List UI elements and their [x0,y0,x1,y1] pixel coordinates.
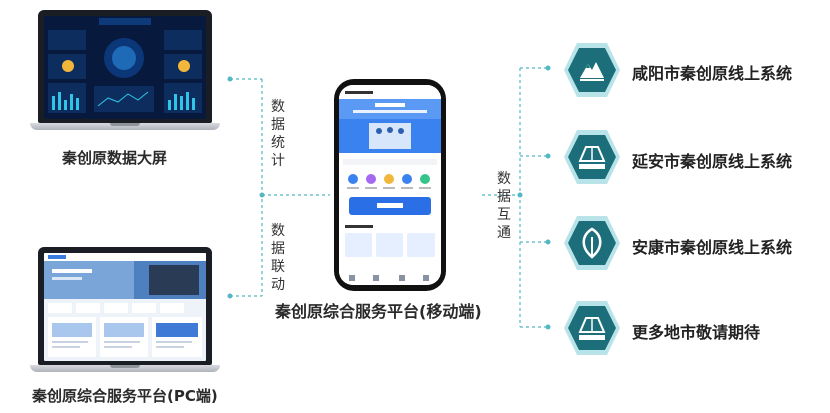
mobile-platform-caption: 秦创原综合服务平台(移动端) [275,302,482,321]
pc-website-preview [44,253,206,357]
mobile-app-preview [339,85,441,285]
road-logo-icon [578,146,606,169]
data-screen-caption: 秦创原数据大屏 [62,149,168,167]
city-xianyang: 咸阳市秦创原线上系统 [632,64,793,83]
dashboard-preview [48,18,202,113]
data-stats-label: 数 据 统 计 [271,99,285,169]
city-hex-xianyang [564,43,620,97]
city-ankang: 安康市秦创原线上系统 [632,238,793,257]
city-more: 更多地市敬请期待 [632,323,761,342]
mobile-phone [334,79,446,291]
mountain-icon [580,62,604,81]
city-hex-ankang [564,216,620,270]
leaf-icon [582,227,602,259]
pc-platform-laptop [30,247,220,377]
pc-platform-display [44,253,206,361]
city-hex-more [564,301,620,355]
road-logo-icon [578,317,606,340]
data-interop-label: 数 据 互 通 [497,171,511,241]
data-screen-laptop [30,10,220,140]
pc-platform-caption: 秦创原综合服务平台(PC端) [32,387,218,405]
data-screen-display [44,16,206,119]
city-yanan: 延安市秦创原线上系统 [632,152,793,171]
mobile-app-screen [339,85,441,285]
data-link-label: 数 据 联 动 [271,223,285,293]
city-hex-yanan [564,130,620,184]
